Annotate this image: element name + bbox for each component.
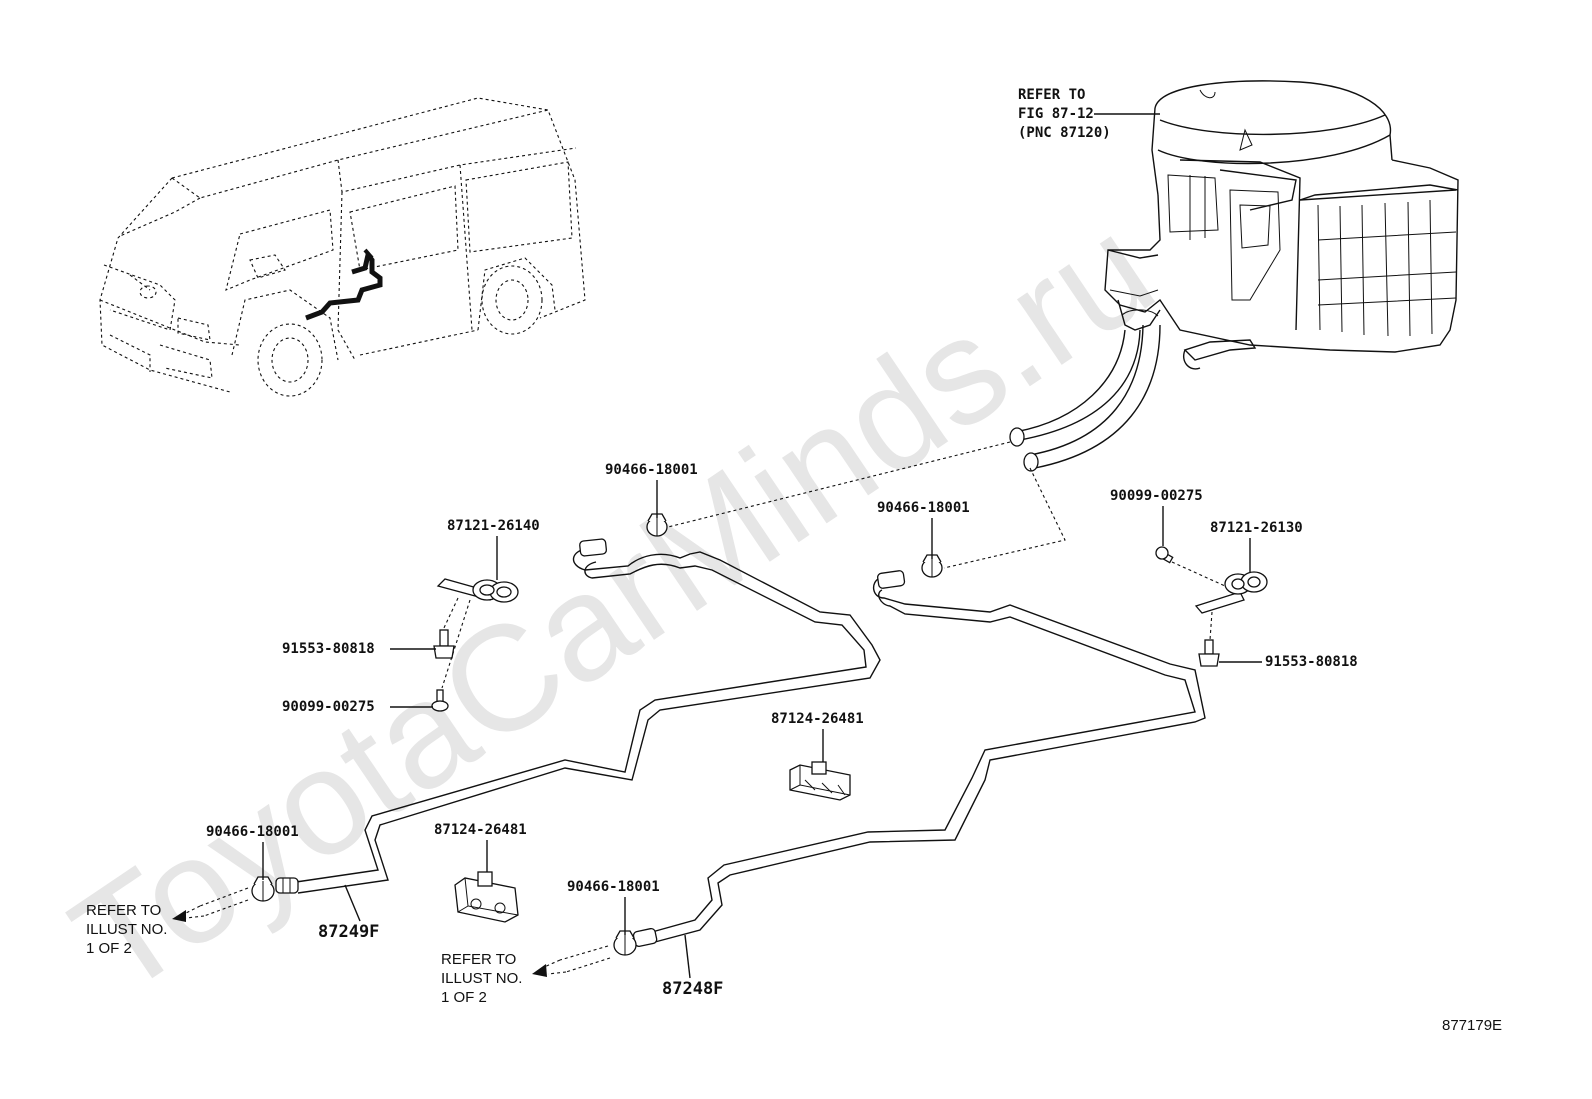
label-hose-87248F: 87248F: [662, 979, 723, 999]
refer-illust-left-line1: REFER TO: [86, 902, 161, 919]
label-clamp-top-mid: 90466-18001: [877, 500, 970, 516]
label-bracket-right: 87121-26130: [1210, 520, 1303, 536]
rear-heater-unit: [1009, 80, 1459, 472]
refer-fig-line2: FIG 87-12: [1018, 106, 1094, 122]
refer-illust-mid-line1: REFER TO: [441, 951, 516, 968]
leader-line: [684, 934, 691, 979]
label-screw-right: 90099-00275: [1110, 488, 1203, 504]
label-bolt-right: 91553-80818: [1265, 654, 1358, 670]
hose-pipe-87249F: [275, 538, 881, 894]
bolt-right-icon: [1198, 639, 1220, 667]
label-screw-left: 90099-00275: [282, 699, 375, 715]
refer-illust-mid-line2: ILLUST NO.: [441, 970, 522, 987]
label-bolt-left: 91553-80818: [282, 641, 375, 657]
clip-left-icon: [454, 871, 519, 923]
figure-code: 877179E: [1442, 1017, 1502, 1034]
van-illustration: [99, 97, 586, 397]
refer-fig-line3: (PNC 87120): [1018, 125, 1111, 141]
screw-right-icon: [1155, 546, 1174, 564]
label-bracket-left: 87121-26140: [447, 518, 540, 534]
hose-clamp-icon: [613, 930, 637, 956]
refer-illust-left-line3: 1 OF 2: [86, 940, 132, 957]
refer-fig-line1: REFER TO: [1018, 87, 1085, 103]
refer-illust-mid: REFER TO ILLUST NO. 1 OF 2: [441, 945, 611, 1006]
refer-illust-left: REFER TO ILLUST NO. 1 OF 2: [86, 887, 249, 957]
label-clamp-bottom-mid: 90466-18001: [567, 879, 660, 895]
arrow-left-icon: [172, 910, 186, 922]
bracket-right-icon: [1194, 571, 1268, 614]
connection-line-2: [943, 467, 1066, 569]
screw-left-icon: [431, 689, 449, 712]
hose-pipe-87248F: [632, 570, 1206, 948]
hose-clamp-icon: [251, 876, 275, 902]
bracket-left-icon: [436, 578, 519, 603]
label-clip-mid: 87124-26481: [771, 711, 864, 727]
arrow-left-icon: [532, 964, 547, 977]
refer-illust-left-line2: ILLUST NO.: [86, 921, 167, 938]
clip-mid-icon: [789, 761, 851, 801]
bolt-left-icon: [433, 629, 455, 659]
bracket-right-dash: [1171, 561, 1226, 641]
label-hose-87249F: 87249F: [318, 922, 379, 942]
label-clamp-bottom-left: 90466-18001: [206, 824, 299, 840]
leader-line: [344, 884, 361, 922]
label-clamp-top-left: 90466-18001: [605, 462, 698, 478]
label-clip-left: 87124-26481: [434, 822, 527, 838]
refer-illust-mid-line3: 1 OF 2: [441, 989, 487, 1006]
